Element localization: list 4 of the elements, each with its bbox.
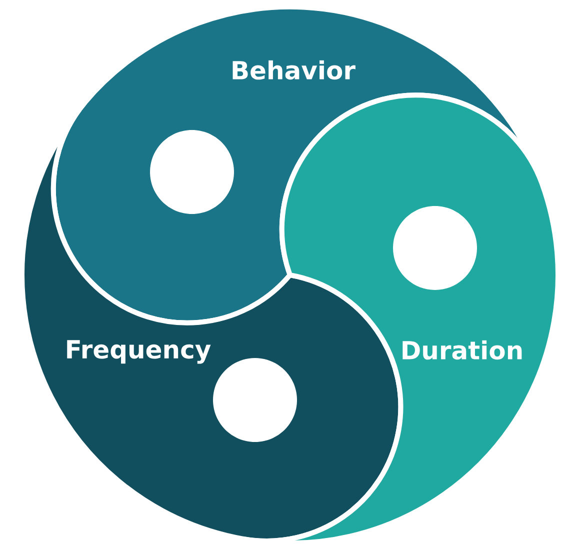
swirl-segment: Duration <box>240 92 560 546</box>
circle-dot <box>393 206 477 290</box>
circle-dot <box>213 358 297 442</box>
circle-dot <box>150 130 234 214</box>
